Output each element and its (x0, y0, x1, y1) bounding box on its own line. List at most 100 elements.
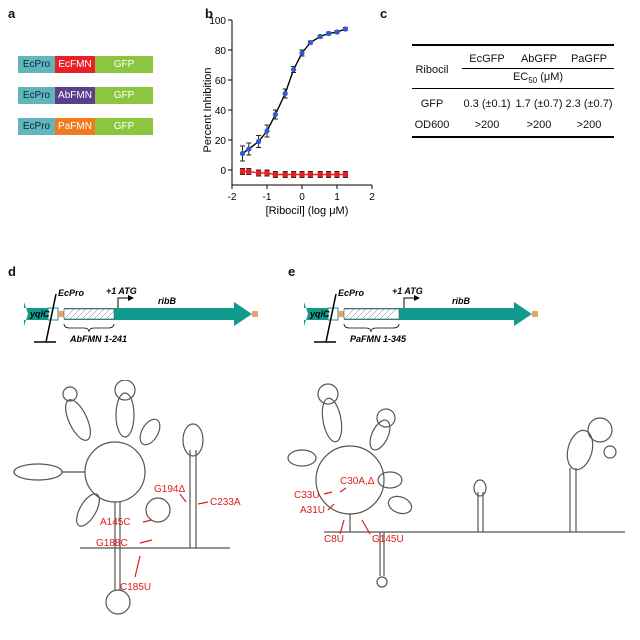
construct-abfmn: EcPro AbFMN GFP (18, 87, 153, 104)
bottom-loop (105, 589, 131, 615)
mutation-label: G188C (96, 538, 128, 549)
column-header-abgfp: AbGFP (520, 53, 558, 65)
left-stem (287, 449, 317, 467)
table-cell: >200 (526, 119, 552, 131)
start-arrow (117, 297, 128, 308)
y-tick-label: 20 (215, 136, 227, 147)
gfp-segment: GFP (95, 87, 153, 104)
x-tick-label: -2 (228, 192, 237, 203)
y-tick-label: 60 (215, 76, 227, 87)
mutation-labels: G194Δ C233A A145C G188C C185U (96, 484, 241, 593)
mutation-label: G194Δ (154, 484, 185, 495)
panel-d-structure: G194Δ C233A A145C G188C C185U (13, 380, 241, 615)
panel-e-gene-map: yqiC EcPro +1 ATG ribB PaFMN 1-345 (304, 286, 538, 344)
data-point (264, 170, 270, 176)
gene-right-label: ribB (452, 296, 471, 306)
mutation-label: C185U (120, 582, 151, 593)
panel-letter-c: c (380, 6, 388, 21)
ec50-header: EC50 (μM) (472, 71, 604, 85)
trailing-block (532, 311, 538, 317)
data-point (256, 138, 262, 145)
panel-letter-b: b (205, 6, 213, 21)
top-stem (321, 397, 343, 443)
data-point (299, 50, 305, 56)
intergenic-block (338, 311, 344, 317)
table-cell: >200 (474, 119, 500, 131)
x-axis-label: [Ribocil] (log μM) (266, 205, 349, 217)
mutation-label: C30A,Δ (340, 476, 375, 487)
ribb-arrow-head (514, 302, 532, 326)
mutation-label: A145C (100, 517, 131, 528)
table-mid-rule (462, 68, 614, 69)
start-arrow (403, 297, 414, 308)
row-label-od600: OD600 (414, 119, 450, 131)
fmn-region-hatch (63, 308, 115, 320)
mutation-label: A31U (300, 505, 325, 516)
rna-structure (13, 380, 230, 615)
table-bottom-rule (412, 136, 614, 138)
data-point (239, 168, 246, 175)
mutation-arrows (134, 493, 209, 578)
start-arrow-head (128, 295, 134, 301)
data-point (317, 33, 323, 40)
column-header-pagfp: PaGFP (570, 53, 608, 65)
lower-left-stem (76, 493, 100, 527)
panel-letter-d: d (8, 264, 16, 279)
trailing-block (252, 311, 258, 317)
panel-e-structure: C30A,Δ C33U A31U C8U G145U (287, 383, 625, 588)
data-point (272, 171, 278, 178)
data-point (326, 171, 332, 178)
data-point (342, 171, 348, 178)
region-bracket (63, 323, 115, 333)
rna-structure (287, 383, 625, 588)
start-label: +1 ATG (106, 286, 137, 296)
data-point (291, 66, 297, 73)
right-hairpin (182, 423, 204, 457)
construct-pafmn: EcPro PaFMN GFP (18, 118, 153, 135)
promoter-label: EcPro (58, 288, 85, 298)
y-axis-label: Percent Inhibition (202, 68, 214, 153)
mutation-arrows (323, 487, 371, 535)
region-bracket (343, 323, 400, 333)
gene-right-label: ribB (158, 296, 177, 306)
y-tick-label: 40 (215, 106, 227, 117)
fmn-segment: EcFMN (55, 56, 95, 73)
table-cell: 2.3 (±0.7) (565, 98, 613, 110)
data-point (246, 146, 252, 152)
fmn-segment: PaFMN (55, 118, 95, 135)
ec50-label: EC (512, 71, 529, 83)
table-top-rule (412, 44, 614, 46)
data-point (317, 171, 323, 178)
data-point (239, 150, 246, 157)
start-arrow-head (414, 295, 420, 301)
data-point (307, 171, 313, 178)
ec50-table: Ribocil EcGFP AbGFP PaGFP EC50 (μM) GFP … (412, 44, 614, 138)
data-point (307, 39, 313, 46)
gene-left-label: yqiC (29, 309, 50, 319)
mutation-label: G145U (372, 534, 404, 545)
data-point (256, 170, 262, 176)
panel-d-gene-map: yqiC EcPro +1 ATG ribB AbFMN 1-241 (24, 286, 258, 344)
mutation-label: C8U (324, 534, 344, 545)
data-point (334, 171, 340, 178)
row-label-gfp: GFP (420, 98, 444, 110)
promoter-segment: EcPro (18, 118, 55, 135)
table-cell: >200 (576, 119, 602, 131)
data-point (334, 29, 340, 35)
promoter-segment: EcPro (18, 87, 55, 104)
x-tick-label: 2 (369, 192, 375, 203)
panel-letter-a: a (8, 6, 16, 21)
left-stem (13, 463, 63, 481)
central-loop (84, 441, 146, 503)
y-tick-label: 0 (220, 166, 226, 177)
data-point (326, 30, 332, 37)
mutation-labels: C30A,Δ C33U A31U C8U G145U (294, 476, 404, 545)
top-left-stem (65, 399, 91, 441)
ec50-unit: (μM) (537, 71, 564, 83)
region-label: AbFMN 1-241 (69, 334, 127, 344)
intergenic-block (58, 311, 64, 317)
chart-series (239, 26, 348, 178)
gene-left-label: yqiC (309, 309, 330, 319)
table-row-header: Ribocil (415, 64, 449, 76)
